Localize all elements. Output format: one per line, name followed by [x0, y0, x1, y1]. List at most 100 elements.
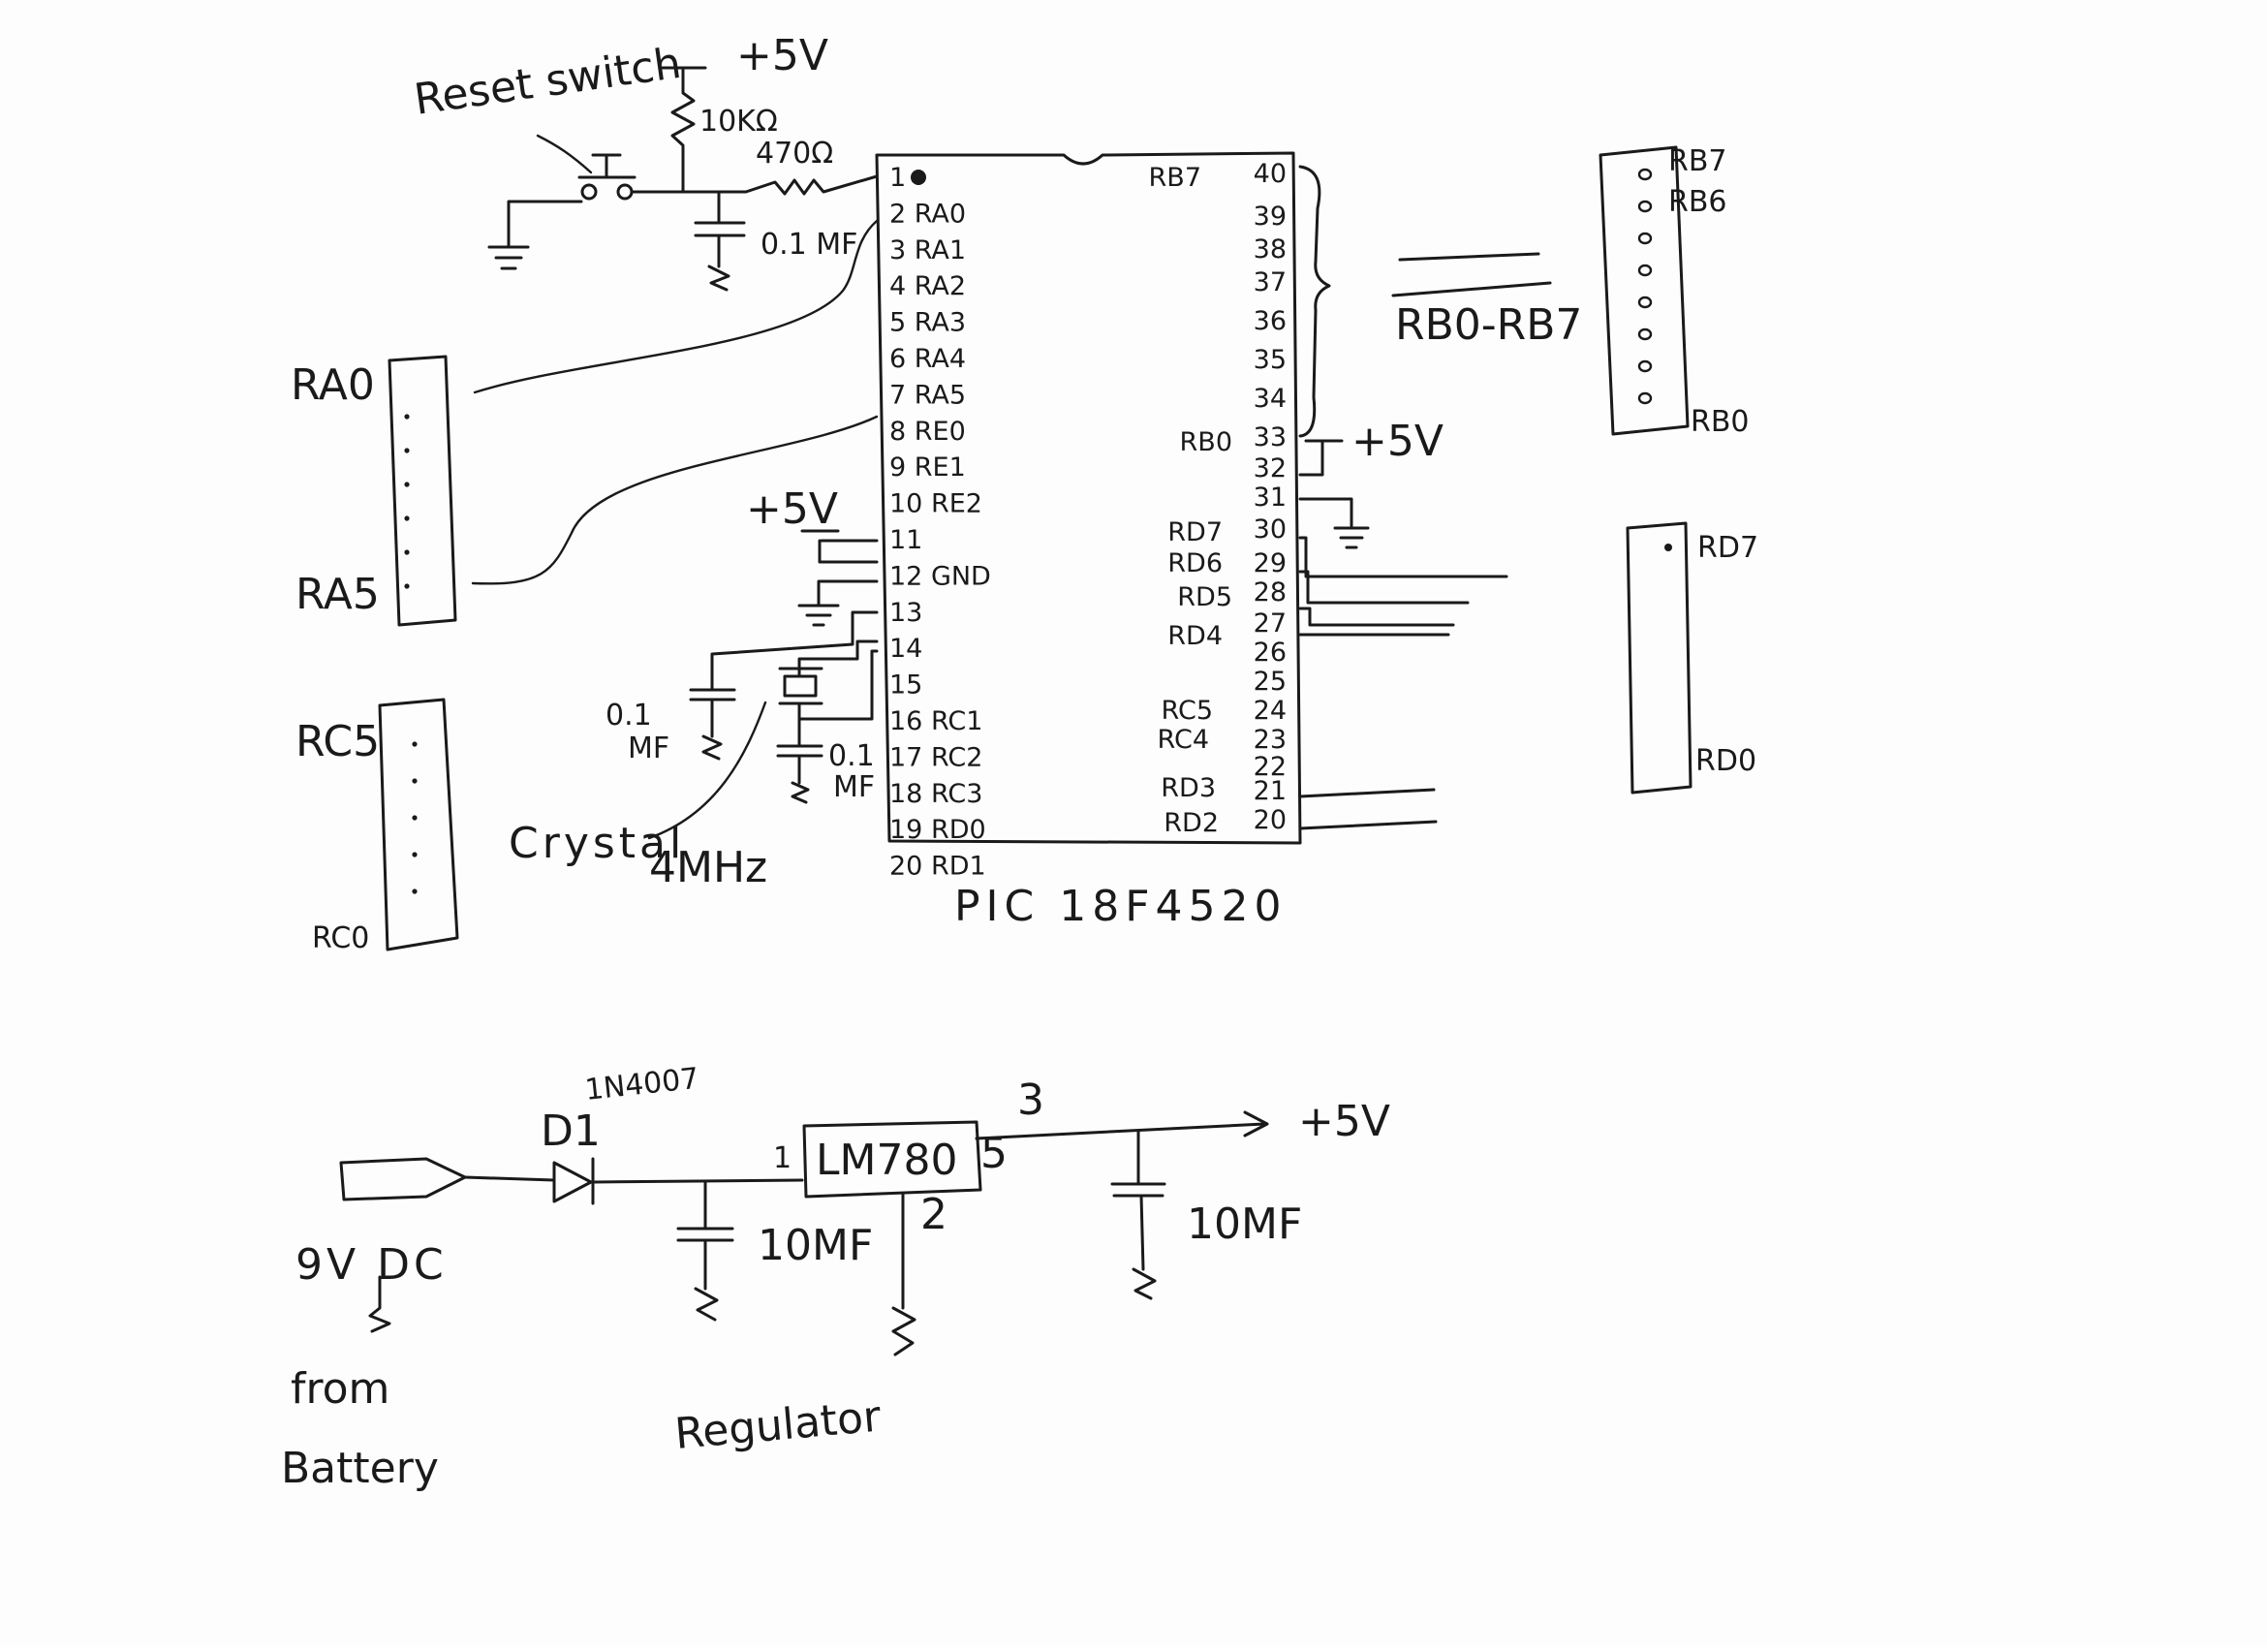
left-pin-label: 18 RC3	[889, 779, 982, 809]
pin-name-rc5: RC5	[1162, 696, 1213, 726]
dc-jack-icon	[339, 1157, 467, 1201]
source-battery-label: Battery	[281, 1444, 439, 1493]
input-capacitor-icon	[676, 1180, 734, 1291]
right-pin-number: 30	[1254, 514, 1287, 545]
ground-icon	[1298, 497, 1370, 549]
header-pin-icon	[1637, 232, 1653, 245]
header-pin-icon	[412, 815, 418, 821]
right-pin-number: 22	[1254, 752, 1287, 782]
rc-header-body	[378, 698, 459, 951]
ra-header: RA0 RA5	[291, 219, 879, 627]
left-pin-label: 2 RA0	[889, 199, 966, 229]
right-pin-number: 35	[1254, 345, 1287, 375]
reset-leader-line	[536, 134, 593, 174]
crystal-icon	[783, 674, 818, 698]
rd-header-pin1	[1664, 544, 1672, 551]
reset-node-wire	[630, 174, 879, 196]
header-pin-icon	[1637, 168, 1653, 181]
rb-header: RB7 RB6 RB0 RB0-RB7	[1391, 144, 1750, 439]
header-pin-icon	[404, 414, 410, 420]
left-pin-label: 1	[889, 163, 906, 193]
pin-name-rd3: RD3	[1161, 773, 1216, 803]
right-pin-number: 28	[1254, 577, 1287, 608]
right-pin-number: 26	[1254, 638, 1287, 668]
ground-icon	[1132, 1267, 1157, 1300]
right-pin-number: 29	[1254, 548, 1287, 578]
left-pin-label: 19 RD0	[889, 815, 986, 845]
rd-header-top-label: RD7	[1697, 531, 1758, 565]
header-pin-icon	[1637, 264, 1653, 277]
pin11-vcc-label: +5V	[746, 484, 838, 534]
ground-icon	[487, 245, 530, 270]
pin32-vcc-label: +5V	[1351, 417, 1444, 466]
diode-to-regulator-wire	[591, 1178, 804, 1184]
crystal-frequency-label: 4MHz	[649, 843, 767, 892]
rb-port-brace	[1298, 165, 1331, 438]
series-resistor-label: 470Ω	[756, 137, 833, 171]
rb-header-pins	[1637, 168, 1653, 405]
right-pin-number: 38	[1254, 234, 1287, 265]
left-pin-label: 7 RA5	[889, 380, 966, 410]
right-pin-number: 20	[1254, 805, 1287, 835]
rc-header-bottom-label: RC0	[312, 921, 369, 955]
right-pin-number: 31	[1254, 483, 1287, 513]
push-switch-icon	[577, 153, 637, 179]
header-pin-icon	[1637, 359, 1653, 373]
ra-header-body	[388, 355, 457, 627]
header-pin-icon	[1637, 327, 1653, 341]
ground-icon	[707, 265, 730, 292]
right-pin-number: 39	[1254, 202, 1287, 232]
pin-name-rd2: RD2	[1164, 808, 1219, 838]
ic-part-label: PIC 18F4520	[954, 882, 1288, 931]
pin1-dot-icon	[911, 170, 926, 185]
ground-icon	[791, 781, 810, 804]
header-pin-icon	[404, 549, 410, 555]
pullup-resistor-label: 10KΩ	[699, 105, 778, 139]
ra0-wire	[473, 219, 879, 394]
source-voltage-label: 9V DC	[295, 1240, 448, 1290]
reset-vcc-label: +5V	[736, 31, 828, 80]
right-pin-number: 32	[1254, 453, 1287, 483]
right-pin-number: 36	[1254, 306, 1287, 336]
output-capacitor-label: 10MF	[1187, 1200, 1302, 1249]
left-pin-label: 9 RE1	[889, 452, 966, 483]
right-pin-names: RB7 RB0 RD7 RD6 RD5 RD4 RC5 RC4 RD3 RD2	[1149, 163, 1232, 838]
rb-header-body	[1599, 145, 1690, 436]
input-capacitor-label: 10MF	[758, 1221, 873, 1270]
right-pin-number: 37	[1254, 267, 1287, 297]
osc1-crystal-wire	[797, 639, 879, 678]
rb-bus-label: RB0-RB7	[1395, 300, 1582, 350]
rd7-wire	[1298, 536, 1508, 578]
left-pin-label: 10 RE2	[889, 489, 982, 519]
rc-header-top-label: RC5	[295, 717, 380, 766]
pullup-resistor-icon	[670, 66, 696, 194]
reset-capacitor-label: 0.1 MF	[761, 228, 857, 262]
regulator-pin1-label: 1	[773, 1141, 792, 1175]
ra-header-top-label: RA0	[291, 360, 375, 410]
ground-icon	[797, 579, 879, 627]
left-pin-label: 14	[889, 634, 922, 664]
osc-cap-left-icon	[689, 688, 736, 738]
regulator-title: Regulator	[673, 1392, 884, 1459]
left-pin-label: 12 GND	[889, 561, 991, 591]
right-pin-number: 33	[1254, 422, 1287, 452]
crystal-leader-line	[647, 701, 767, 840]
ground-icon	[701, 734, 723, 761]
power-supply: D1 1N4007 10MF LM780 1 5 2 3 +5V 10MF 9V…	[281, 1062, 1390, 1493]
ground-icon	[891, 1306, 916, 1356]
ic-body	[875, 151, 1302, 845]
header-pin-icon	[404, 515, 410, 521]
ra-header-bottom-label: RA5	[295, 570, 380, 619]
left-pin-label: 6 RA4	[889, 344, 966, 374]
rd2-wire	[1298, 820, 1438, 830]
rc-header-pins	[412, 741, 418, 894]
right-pin-numbers: 4039383736353433323130292827262524232221…	[1254, 159, 1287, 835]
jack-to-diode-wire	[463, 1175, 556, 1182]
output-capacitor-icon	[1110, 1129, 1166, 1271]
osc-cap-right-value: 0.1	[828, 739, 875, 773]
source-from-label: from	[291, 1364, 389, 1414]
pin-name-rd5: RD5	[1177, 582, 1232, 612]
